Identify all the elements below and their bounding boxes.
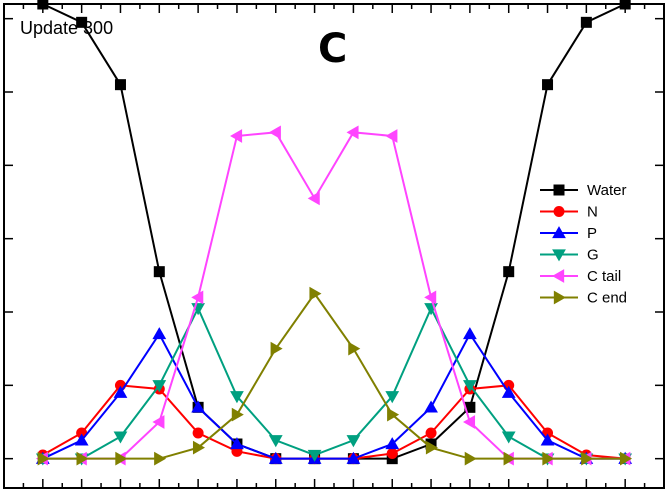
data-point-c-end — [503, 451, 516, 466]
series-line-p — [42, 332, 626, 460]
data-point-g — [307, 449, 322, 462]
legend-item-c-tail: C tail — [540, 268, 621, 285]
data-point-g — [230, 391, 244, 404]
data-point-c-end — [115, 451, 128, 466]
data-point-c-tail — [152, 415, 165, 429]
data-point-c-end — [154, 451, 167, 466]
data-point-c-end — [270, 341, 283, 356]
legend-label: G — [587, 247, 599, 264]
data-point-water — [37, 0, 49, 10]
axis-ticks — [4, 4, 664, 488]
data-point-p — [152, 327, 167, 340]
series-line-c-end — [42, 291, 626, 460]
plot-frame — [3, 3, 665, 489]
data-point-c-end — [231, 407, 244, 422]
data-point-n — [386, 448, 398, 460]
data-point-p — [540, 433, 555, 446]
data-point-water — [76, 16, 88, 28]
legend-marker — [553, 206, 565, 217]
data-point-c-tail — [268, 125, 281, 140]
panel-label: C — [318, 26, 347, 72]
data-point-p — [268, 451, 283, 464]
data-point-c-end — [620, 451, 633, 466]
data-point-g — [152, 380, 167, 393]
data-point-water — [114, 79, 126, 91]
legend-item-c-end: C end — [540, 290, 627, 307]
legend-marker — [552, 249, 566, 262]
data-point-water — [153, 266, 165, 278]
data-point-p — [346, 451, 361, 464]
data-point-n — [425, 427, 437, 439]
data-point-c-end — [37, 451, 50, 466]
data-point-p — [230, 437, 244, 450]
legend-label: P — [587, 225, 597, 242]
series-c-end — [37, 286, 633, 466]
data-point-c-tail — [424, 290, 437, 305]
series-layer — [35, 0, 633, 466]
data-point-c-end — [425, 440, 438, 455]
data-point-c-end — [542, 451, 555, 466]
data-point-g — [346, 435, 361, 448]
legend-item-n: N — [540, 204, 598, 221]
series-line-g — [42, 305, 626, 460]
legend-label: Water — [587, 182, 626, 199]
legend-marker — [553, 184, 565, 196]
data-point-c-end — [464, 451, 477, 466]
legend-item-g: G — [540, 247, 599, 264]
data-point-n — [192, 427, 204, 439]
data-point-p — [74, 433, 89, 446]
data-point-p — [113, 385, 128, 398]
data-point-p — [501, 385, 516, 398]
data-point-p — [385, 437, 400, 450]
data-point-p — [463, 327, 477, 340]
data-point-c-tail — [463, 415, 476, 429]
legend-marker — [553, 290, 566, 305]
legend-label: C end — [587, 290, 627, 307]
data-point-water — [580, 16, 592, 28]
update-label: Update 300 — [20, 18, 113, 38]
data-point-water — [542, 79, 554, 91]
data-point-g — [385, 391, 400, 404]
data-point-c-tail — [230, 129, 243, 143]
data-point-p — [191, 400, 205, 413]
legend-label: C tail — [587, 268, 621, 285]
legend-item-p: P — [540, 225, 597, 242]
data-point-c-tail — [385, 129, 398, 143]
data-point-g — [501, 431, 516, 444]
data-point-c-end — [192, 440, 205, 455]
data-point-c-end — [348, 341, 361, 356]
data-point-g — [463, 380, 477, 393]
data-point-g — [268, 435, 283, 448]
data-point-p — [424, 400, 438, 413]
data-point-c-tail — [191, 290, 204, 305]
data-point-c-tail — [346, 125, 359, 140]
data-point-c-end — [581, 451, 594, 466]
legend-marker — [552, 269, 565, 283]
data-point-water — [619, 0, 631, 10]
data-point-c-end — [387, 407, 400, 422]
data-point-c-end — [76, 451, 89, 466]
data-point-water — [503, 266, 515, 278]
data-point-g — [113, 431, 128, 444]
legend-label: N — [587, 204, 598, 221]
legend-marker — [552, 226, 566, 239]
legend-item-water: Water — [540, 182, 626, 199]
data-point-c-end — [309, 286, 322, 301]
data-point-water — [464, 401, 476, 413]
data-point-c-tail — [307, 191, 320, 206]
